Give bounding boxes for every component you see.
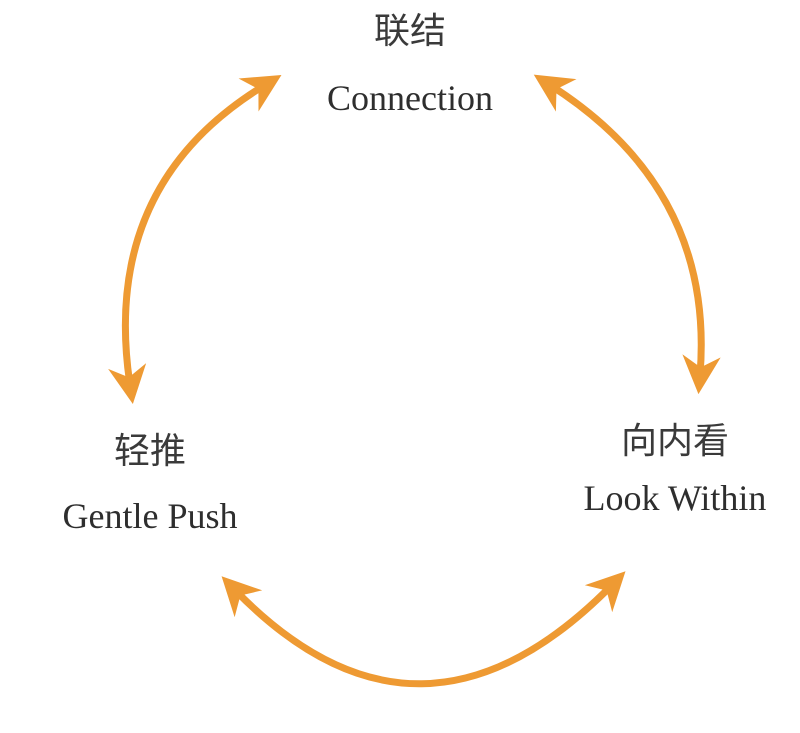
arrow-gentle-push-connection xyxy=(108,75,282,405)
node-connection-zh-label: 联结 xyxy=(373,11,446,52)
node-look-within-zh-label: 向内看 xyxy=(620,421,729,462)
arrow-connection-look-within xyxy=(533,74,721,395)
node-gentle-push-zh-label: 轻推 xyxy=(113,431,186,472)
node-gentle-push-en-label: Gentle Push xyxy=(62,496,238,536)
node-look-within: 向内看 Look Within xyxy=(555,420,795,520)
arrow-look-within-gentle-push xyxy=(221,571,626,688)
node-gentle-push: 轻推 Gentle Push xyxy=(30,430,270,538)
node-connection: 联结 Connection xyxy=(250,10,570,120)
node-look-within-en-label: Look Within xyxy=(583,478,767,518)
node-connection-en-label: Connection xyxy=(327,78,493,118)
